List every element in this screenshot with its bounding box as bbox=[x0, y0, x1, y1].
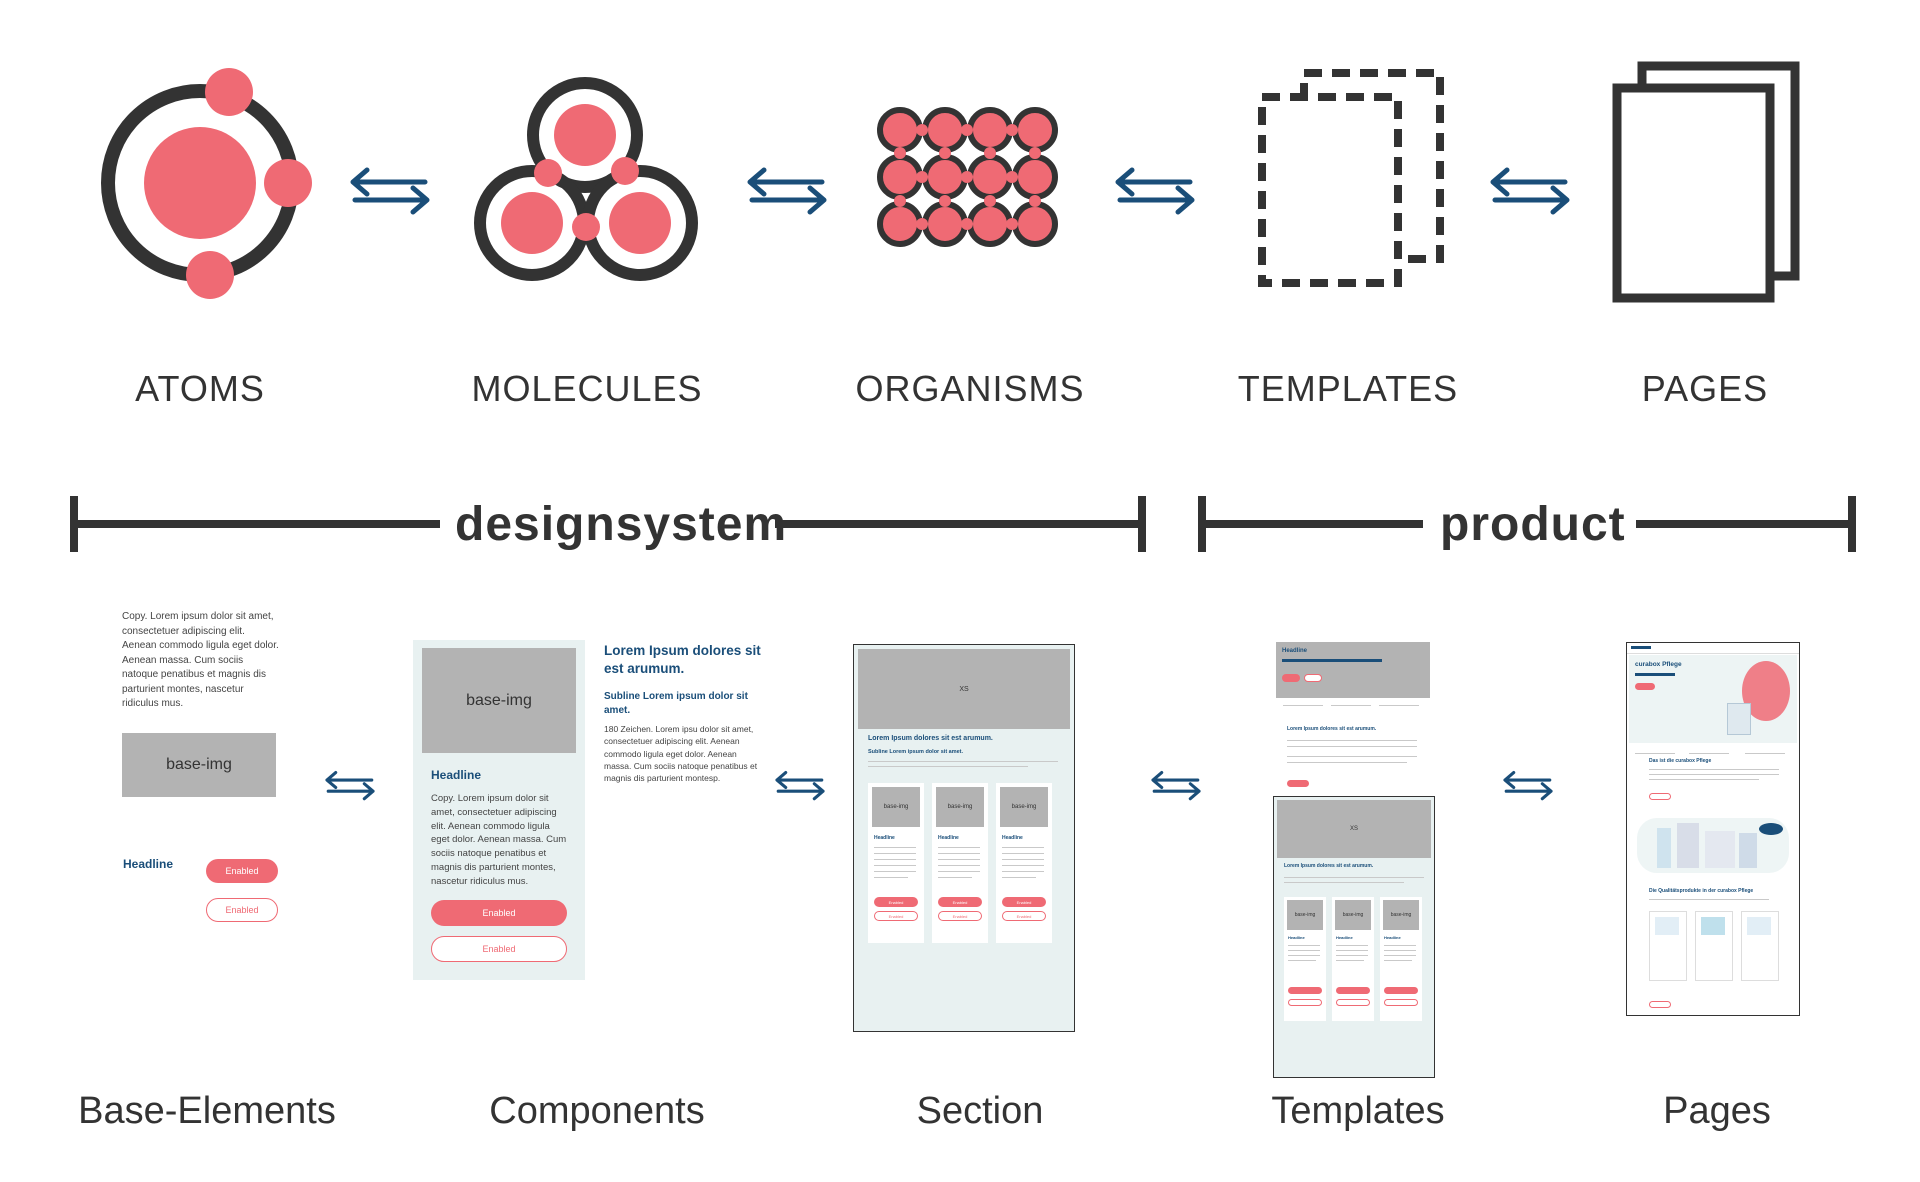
pages-icon bbox=[1612, 61, 1800, 303]
atoms-icon bbox=[101, 68, 312, 299]
template-card-img: base-img bbox=[1335, 900, 1371, 930]
template-top: Headline Lorem Ipsum dolores sit est aru… bbox=[1273, 640, 1433, 800]
product-title: product bbox=[1440, 498, 1626, 551]
template-section-headline: Lorem Ipsum dolores sit est arumum. bbox=[1287, 726, 1377, 732]
double-arrow-icon bbox=[1490, 167, 1570, 215]
section-card-img: base-img bbox=[1000, 787, 1048, 827]
section-card-enabled-button[interactable]: Enabled bbox=[1002, 897, 1046, 907]
label-templates: TEMPLATES bbox=[1237, 368, 1459, 409]
label-pages: PAGES bbox=[1641, 368, 1769, 409]
page-frame: curabox Pflege Das ist die curabox Pfleg… bbox=[1626, 642, 1800, 1016]
section-card-headline: Headline bbox=[938, 835, 959, 841]
page-hero-title: curabox Pflege bbox=[1635, 661, 1682, 668]
base-headline: Headline bbox=[123, 857, 174, 871]
base-img: base-img bbox=[122, 733, 276, 797]
section-frame: XS Lorem Ipsum dolores sit est arumum. S… bbox=[853, 644, 1075, 1032]
section-card-img: base-img bbox=[872, 787, 920, 827]
component-headline: Headline bbox=[431, 768, 482, 782]
component-enabled-outline-button[interactable]: Enabled bbox=[431, 936, 567, 962]
template-card: base-img Headline bbox=[1332, 897, 1374, 1021]
double-arrow-icon bbox=[747, 167, 827, 215]
label-base-elements: Base-Elements bbox=[78, 1090, 336, 1132]
section-card: base-img Headline Enabled Enabled bbox=[932, 783, 988, 943]
label-section: Section bbox=[916, 1090, 1044, 1132]
label-pages-bottom: Pages bbox=[1663, 1090, 1771, 1132]
section-card-headline: Headline bbox=[874, 835, 895, 841]
component-text-headline: Lorem Ipsum dolores sit est arumum. bbox=[604, 643, 761, 677]
base-copy: Copy. Lorem ipsum dolor sit amet, consec… bbox=[122, 611, 279, 709]
component-card: base-img Headline Copy. Lorem ipsum dolo… bbox=[413, 640, 585, 980]
section-card-img: base-img bbox=[936, 787, 984, 827]
component-text-copy: 180 Zeichen. Lorem ipsu dolor sit amet, … bbox=[604, 724, 758, 784]
section-hero: XS bbox=[858, 649, 1070, 729]
section-card: base-img Headline Enabled Enabled bbox=[996, 783, 1052, 943]
double-arrow-icon bbox=[1503, 771, 1553, 801]
molecules-icon bbox=[474, 77, 698, 281]
double-arrow-icon bbox=[350, 167, 430, 215]
label-templates-bottom: Templates bbox=[1271, 1090, 1445, 1132]
section-card: base-img Headline Enabled Enabled bbox=[868, 783, 924, 943]
template-card: base-img Headline bbox=[1380, 897, 1422, 1021]
section-subline: Subline Lorem ipsum dolor sit amet. bbox=[868, 749, 964, 755]
template-card-headline: Headline bbox=[1288, 935, 1305, 940]
section-card-enabled-outline-button[interactable]: Enabled bbox=[938, 911, 982, 921]
label-molecules: MOLECULES bbox=[471, 368, 703, 409]
page-section2: Die Qualitätsprodukte in der curabox Pfl… bbox=[1649, 888, 1754, 894]
template-bottom-frame: XS Lorem Ipsum dolores sit est arumum. b… bbox=[1273, 796, 1435, 1078]
organisms-icon bbox=[877, 107, 1058, 247]
template-card-img: base-img bbox=[1287, 900, 1323, 930]
section-card-headline: Headline bbox=[1002, 835, 1023, 841]
double-arrow-icon bbox=[1151, 771, 1201, 801]
template-section2-headline: Lorem Ipsum dolores sit est arumum. bbox=[1284, 863, 1374, 869]
template-hero2: XS bbox=[1277, 800, 1431, 858]
section-headline: Lorem Ipsum dolores sit est arumum. bbox=[868, 735, 993, 742]
section-card-enabled-button[interactable]: Enabled bbox=[938, 897, 982, 907]
label-atoms: ATOMS bbox=[135, 368, 265, 409]
base-enabled-button[interactable]: Enabled bbox=[206, 859, 278, 883]
section-card-enabled-button[interactable]: Enabled bbox=[874, 897, 918, 907]
component-text-subline: Subline Lorem ipsum dolor sit amet. bbox=[604, 691, 748, 716]
component-img: base-img bbox=[422, 648, 576, 753]
double-arrow-icon bbox=[325, 771, 375, 801]
template-card-headline: Headline bbox=[1336, 935, 1353, 940]
base-enabled-outline-button[interactable]: Enabled bbox=[206, 898, 278, 922]
label-components: Components bbox=[489, 1090, 705, 1132]
templates-icon bbox=[1258, 69, 1444, 287]
section-card-enabled-outline-button[interactable]: Enabled bbox=[874, 911, 918, 921]
component-enabled-button[interactable]: Enabled bbox=[431, 900, 567, 926]
page-section1: Das ist die curabox Pflege bbox=[1649, 758, 1712, 764]
template-card-headline: Headline bbox=[1384, 935, 1401, 940]
label-organisms: ORGANISMS bbox=[855, 368, 1085, 409]
double-arrow-icon bbox=[775, 771, 825, 801]
section-card-enabled-outline-button[interactable]: Enabled bbox=[1002, 911, 1046, 921]
template-hero-headline: Headline bbox=[1282, 648, 1308, 654]
double-arrow-icon bbox=[1115, 167, 1195, 215]
template-card: base-img Headline bbox=[1284, 897, 1326, 1021]
designsystem-title: designsystem bbox=[455, 498, 788, 551]
component-copy: Copy. Lorem ipsum dolor sit amet, consec… bbox=[431, 793, 567, 887]
template-card-img: base-img bbox=[1383, 900, 1419, 930]
